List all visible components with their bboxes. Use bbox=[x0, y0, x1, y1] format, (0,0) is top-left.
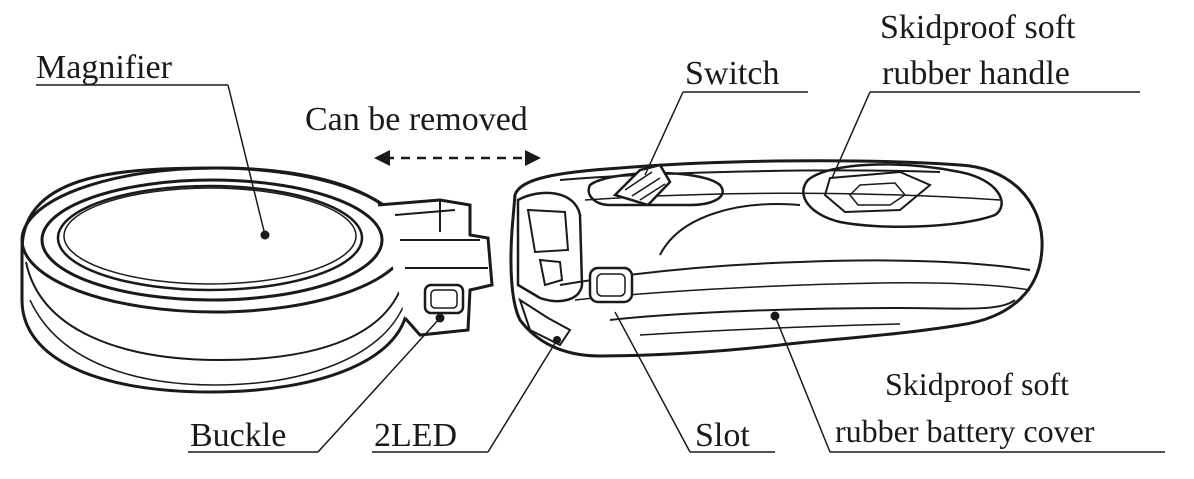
buckle-label: Buckle bbox=[190, 417, 286, 454]
slot-label: Slot bbox=[695, 417, 750, 454]
magnifier-label: Magnifier bbox=[36, 49, 173, 86]
battery-label-line1: Skidproof soft bbox=[885, 366, 1069, 402]
battery-dot bbox=[770, 311, 780, 321]
buckle-dot bbox=[435, 313, 445, 323]
can-be-removed-label: Can be removed bbox=[305, 101, 528, 138]
removal-arrow bbox=[374, 150, 541, 166]
handle-part bbox=[509, 159, 1044, 358]
switch-label: Switch bbox=[685, 55, 779, 92]
handle-label-line2: rubber handle bbox=[882, 55, 1070, 92]
led-dot bbox=[553, 336, 561, 344]
handle-label-line1: Skidproof soft bbox=[880, 9, 1076, 46]
leader-lines bbox=[36, 84, 1165, 453]
led-label: 2LED bbox=[374, 417, 457, 454]
magnifier-part bbox=[20, 166, 494, 394]
leader-dots bbox=[260, 230, 780, 344]
battery-label-line2: rubber battery cover bbox=[835, 413, 1095, 449]
magnifier-dot bbox=[260, 230, 270, 240]
